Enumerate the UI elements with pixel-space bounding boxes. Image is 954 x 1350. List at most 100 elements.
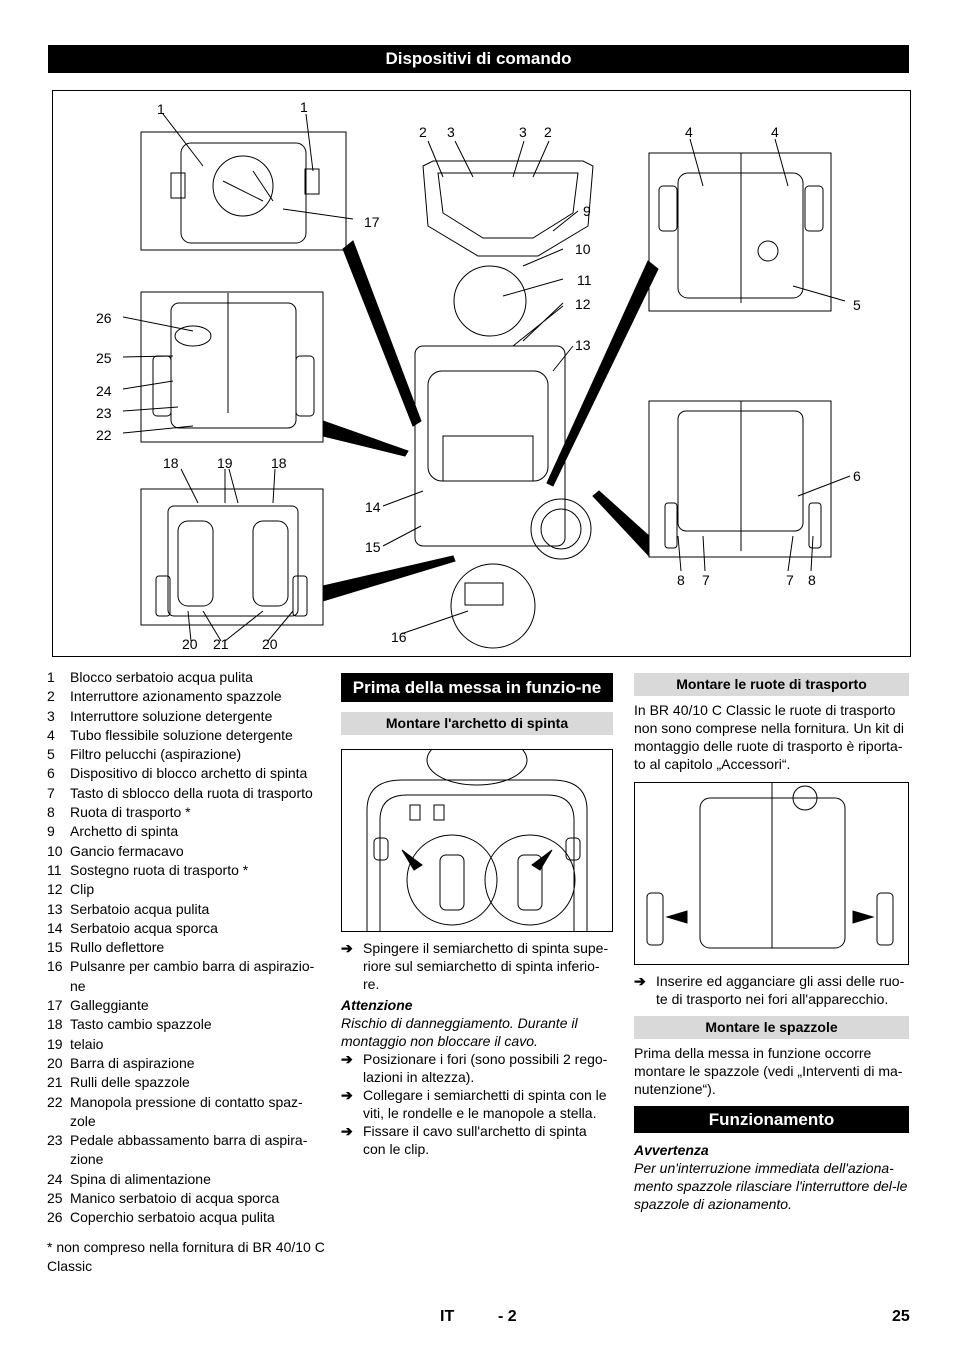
- callout-18a: 18: [163, 455, 179, 471]
- callout-10: 10: [575, 241, 591, 257]
- wheels-illustration: [634, 782, 909, 965]
- arrow-right-icon: ➔: [634, 973, 646, 989]
- callout-16: 16: [391, 629, 407, 645]
- handle-mount-drawing: [366, 734, 588, 931]
- page-number: 25: [892, 1308, 910, 1325]
- callout-25: 25: [96, 350, 112, 366]
- callout-3b: 3: [519, 124, 527, 140]
- callout-20a: 20: [182, 636, 198, 652]
- callout-9: 9: [583, 203, 591, 219]
- callout-19: 19: [217, 455, 233, 471]
- callout-12: 12: [575, 296, 591, 312]
- note-title: Avvertenza: [634, 1142, 709, 1158]
- callout-1b: 1: [300, 99, 308, 115]
- arrow-right-icon: ➔: [341, 1087, 353, 1103]
- arrow-right-icon: ➔: [341, 940, 353, 956]
- subheading-ruote: Montare le ruote di trasporto: [634, 673, 909, 696]
- callout-4b: 4: [771, 124, 779, 140]
- callout-20b: 20: [262, 636, 278, 652]
- callout-24: 24: [96, 383, 112, 399]
- handle-mount-illustration: [341, 734, 613, 932]
- inset-wheels: [648, 400, 832, 558]
- subheading-spazzole: Montare le spazzole: [634, 1016, 909, 1039]
- arrow-right-icon: ➔: [341, 1051, 353, 1067]
- warning-title: Attenzione: [341, 997, 413, 1013]
- inset-brushes: [140, 488, 324, 626]
- callout-21: 21: [213, 636, 229, 652]
- inset-rear: [140, 291, 324, 443]
- section-heading-prima: Prima della messa in funzio-ne: [341, 673, 613, 702]
- machine-illustration: [122, 113, 851, 649]
- footnote: * non compreso nella fornitura di BR 40/…: [47, 1239, 325, 1274]
- callout-17: 17: [364, 214, 380, 230]
- inset-hose: [648, 152, 832, 312]
- subheading-archetto: Montare l'archetto di spinta: [341, 712, 613, 735]
- step-item: ➔Spingere il semiarchetto di spinta supe…: [341, 940, 609, 992]
- callout-18b: 18: [271, 455, 287, 471]
- section-heading-funzionamento: Funzionamento: [634, 1106, 909, 1133]
- warning-text: Rischio di danneggiamento. Durante il mo…: [341, 1015, 578, 1049]
- step-item: ➔Posizionare i fori (sono possibili 2 re…: [341, 1051, 608, 1085]
- callout-22: 22: [96, 427, 112, 443]
- callout-4a: 4: [685, 124, 693, 140]
- step-item: ➔Inserire ed agganciare gli assi delle r…: [634, 973, 905, 1007]
- step-item: ➔Fissare il cavo sull'archetto di spinta…: [341, 1123, 587, 1157]
- callout-8b: 8: [808, 572, 816, 588]
- note-text: Per un'interruzione immediata dell'azion…: [634, 1160, 908, 1212]
- callout-7a: 7: [702, 572, 710, 588]
- callout-15: 15: [365, 539, 381, 555]
- callout-6: 6: [853, 468, 861, 484]
- callout-2b: 2: [544, 124, 552, 140]
- callout-3a: 3: [447, 124, 455, 140]
- column-prima-messa: Prima della messa in funzio-ne Montare l…: [341, 673, 613, 1158]
- wheels-drawing: [646, 783, 894, 949]
- callout-7b: 7: [786, 572, 794, 588]
- callout-1a: 1: [157, 101, 165, 117]
- column-ruote: Montare le ruote di trasporto In BR 40/1…: [634, 673, 909, 1213]
- callout-23: 23: [96, 405, 112, 421]
- callout-14: 14: [365, 499, 381, 515]
- paragraph-spazzole: Prima della messa in funzione occorre mo…: [634, 1045, 903, 1097]
- callout-11: 11: [577, 272, 592, 288]
- callout-2a: 2: [419, 124, 427, 140]
- callout-5: 5: [853, 297, 861, 313]
- step-item: ➔Collegare i semiarchetti di spinta con …: [341, 1087, 607, 1121]
- callout-26: 26: [96, 310, 112, 326]
- footer-section: - 2: [498, 1308, 517, 1325]
- callout-13: 13: [575, 337, 591, 353]
- inset-float: [140, 131, 347, 251]
- page-title: Dispositivi di comando: [48, 45, 909, 73]
- controls-figure: 1 1 17 2 3 3 2 9 10 11 12 13 4 4 5 26 25…: [52, 90, 911, 657]
- push-handle: [422, 160, 594, 257]
- callout-8a: 8: [677, 572, 685, 588]
- paragraph-ruote: In BR 40/10 C Classic le ruote di traspo…: [634, 702, 905, 772]
- arrow-right-icon: ➔: [341, 1123, 353, 1139]
- footer-language: IT: [440, 1308, 455, 1325]
